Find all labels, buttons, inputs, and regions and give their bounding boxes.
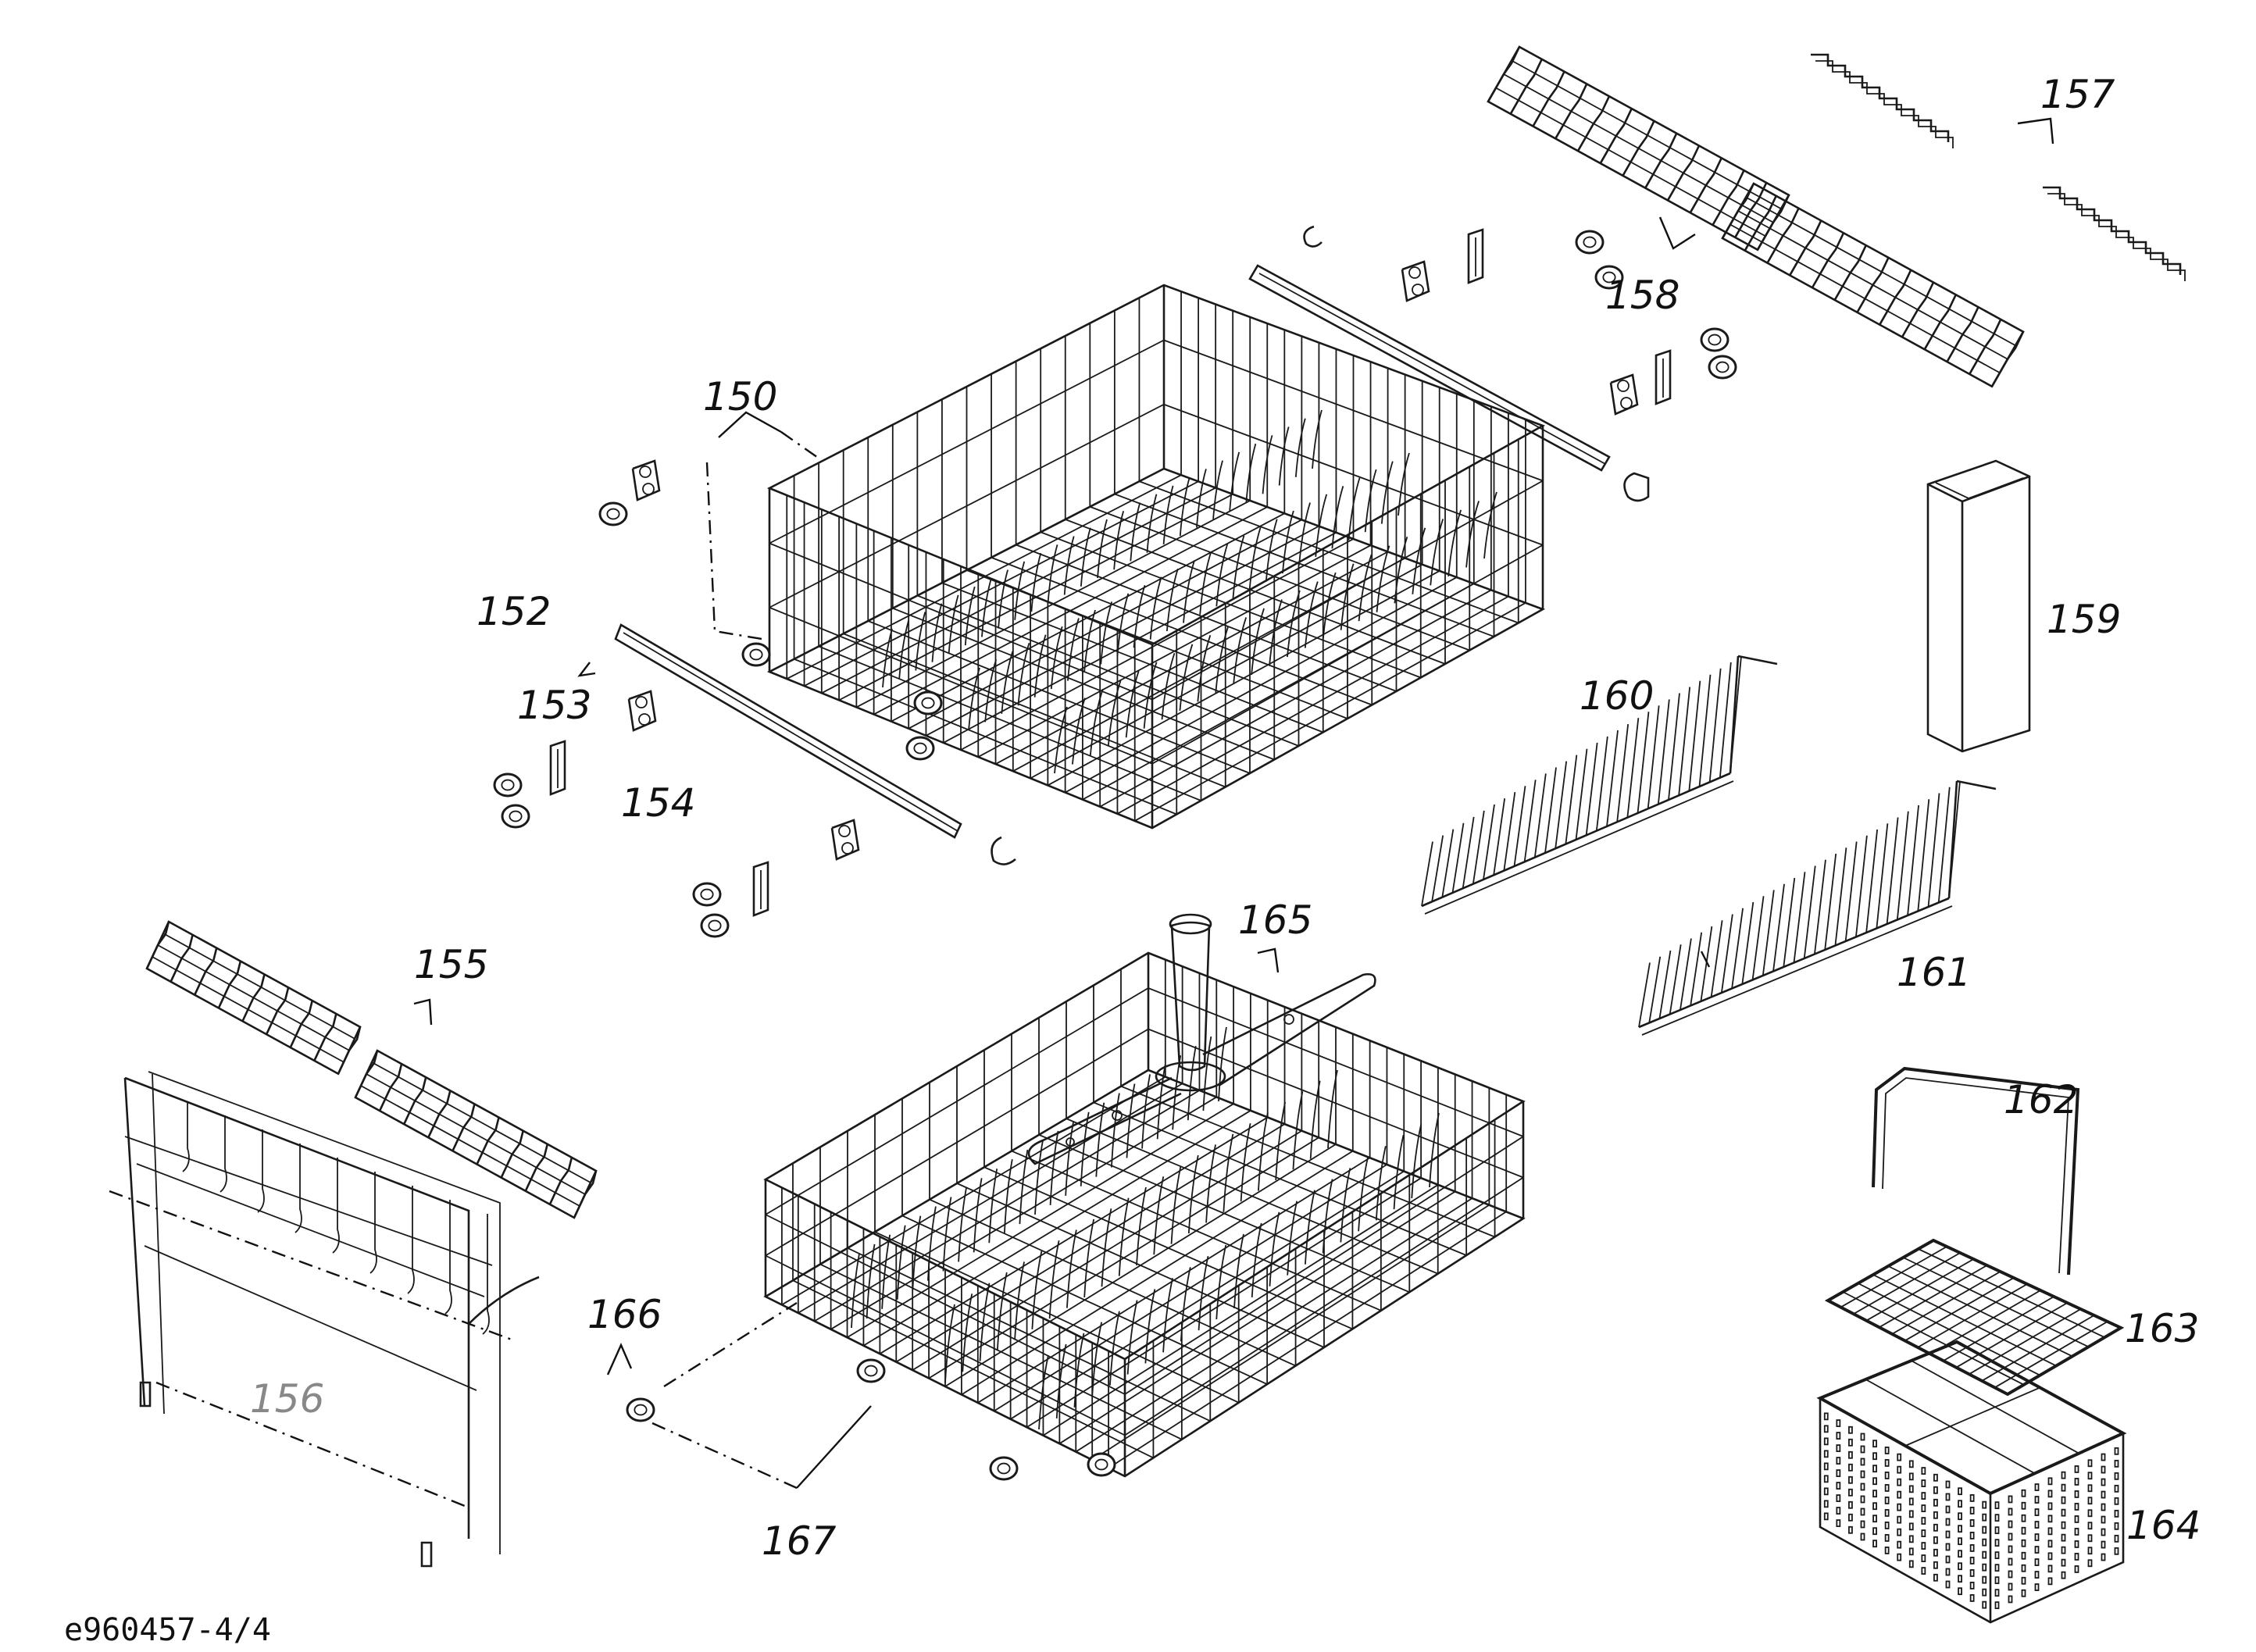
basket-lid-grid [1824, 1238, 2125, 1397]
callout-161: 161 [1897, 950, 1971, 995]
basket-handle [1872, 1066, 2080, 1276]
callout-158: 158 [1605, 273, 1680, 318]
callout-labels: 150 152 153 154 155 156 157 158 159 160 … [64, 72, 2201, 1648]
upper-rack-basket [766, 284, 1546, 830]
callout-156: 156 [250, 1376, 324, 1422]
callout-164: 164 [2126, 1503, 2201, 1548]
callout-162: 162 [2004, 1077, 2078, 1122]
document-id: e960457-4/4 [64, 1612, 271, 1648]
callout-166: 166 [587, 1292, 662, 1337]
lower-rack-basket [763, 951, 1526, 1478]
callout-154: 154 [621, 780, 695, 826]
callout-150: 150 [703, 374, 777, 419]
callout-155: 155 [414, 942, 488, 987]
cup-shelves [145, 45, 2186, 1219]
callout-165: 165 [1238, 897, 1312, 943]
callout-153: 153 [517, 683, 591, 728]
callout-152: 152 [477, 589, 551, 634]
callout-157: 157 [2040, 72, 2115, 117]
folding-tine-rows [1421, 655, 1997, 1036]
callout-160: 160 [1580, 673, 1654, 719]
upper-rail-left [614, 623, 1016, 865]
cutlery-basket [1816, 1340, 2127, 1624]
callout-167: 167 [762, 1518, 837, 1564]
callout-159: 159 [2047, 597, 2121, 642]
leader-lines [413, 117, 2054, 1490]
cutlery-tube [1926, 459, 2031, 753]
spray-arm [1027, 913, 1376, 1165]
upper-rail-right [1248, 225, 1650, 502]
rack-frame [109, 1071, 540, 1568]
callout-163: 163 [2125, 1306, 2199, 1351]
rack-wheel-assemblies [493, 228, 1737, 1481]
